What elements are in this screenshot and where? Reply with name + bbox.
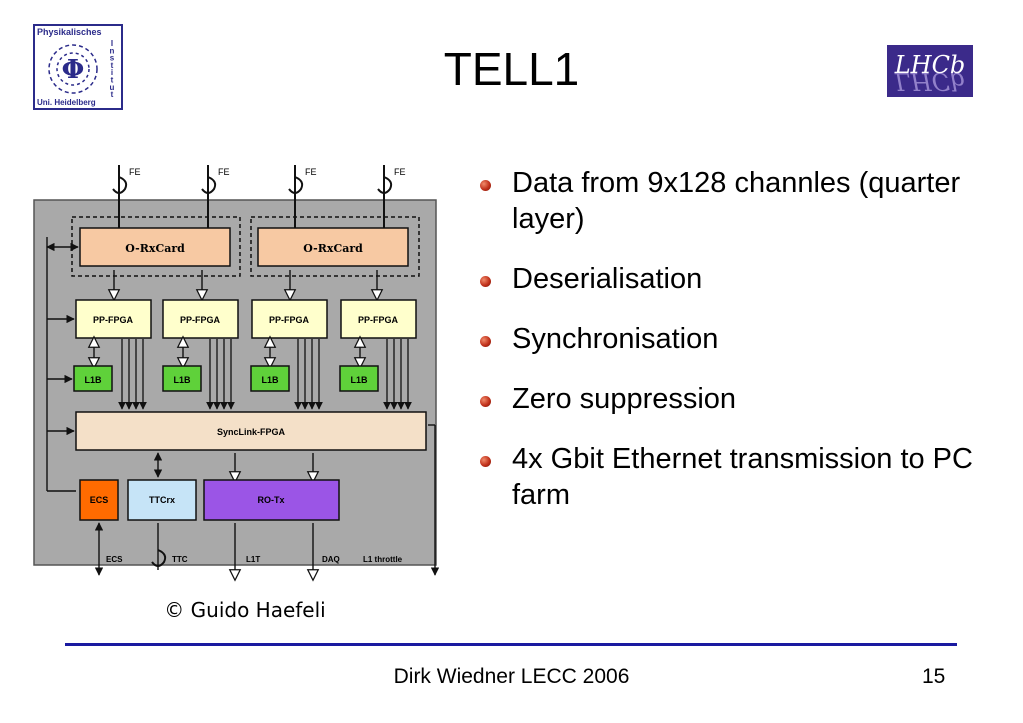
bullet-list: Data from 9x128 channles (quarter layer)… [478,165,998,537]
institut-letter: u [110,83,115,92]
bullet-item: Synchronisation [478,321,998,357]
l1b-4 [339,365,379,392]
bullet-text: 4x Gbit Ethernet transmission to PC farm [512,443,973,511]
fe-label-2: FE [218,167,230,177]
l1b-3-label: L1B [261,375,279,385]
synclink-fpga-label: SyncLink-FPGA [217,427,286,437]
institut-letter: n [110,46,115,55]
bullet-item: Zero suppression [478,381,998,417]
pp-fpga-3-label: PP-FPGA [269,315,310,325]
ro-tx-block-label: RO-Tx [258,495,285,505]
fe-input-1: FE [112,165,141,228]
pp-fpga-1-label: PP-FPGA [93,315,134,325]
page-number: 15 [922,665,946,688]
l1b-4-label: L1B [350,375,368,385]
l1b-2 [162,365,202,392]
institute-logo-university: Uni. Heidelberg [37,98,96,107]
lhcb-logo: LHCb LHCb [887,45,973,97]
bullet-text: Synchronisation [512,323,719,355]
ecs-block [79,479,119,521]
pp-fpga-2 [162,299,239,339]
o-rxcard-1 [79,227,231,267]
bullet-text: Zero suppression [512,383,737,415]
tell1-block-diagram: FE FE FE FE O-RxCard O-RxCard PP-FPGA PP… [33,165,440,622]
pp-fpga-4-label: PP-FPGA [358,315,399,325]
ecs-block-label: ECS [90,495,109,505]
out-daq-label: DAQ [322,555,340,564]
o-rxcard-2 [257,227,409,267]
l1b-2-label: L1B [173,375,191,385]
bullet-item: Data from 9x128 channles (quarter layer) [478,165,998,237]
svg-text:LHCb: LHCb [894,51,966,79]
ro-tx-block [203,479,340,521]
institut-letter: s [110,54,115,63]
institute-logo-name: Physikalisches [37,27,102,37]
out-ecs-label: ECS [106,555,123,564]
institut-letter: t [111,90,114,99]
l1b-1 [73,365,113,392]
ttcrx-block-label: TTCrx [149,495,175,505]
pp-fpga-4 [340,299,417,339]
fe-label-1: FE [129,167,141,177]
institut-letter: t [111,76,114,85]
pp-fpga-2-label: PP-FPGA [180,315,221,325]
fe-label-3: FE [305,167,317,177]
ttcrx-block [127,479,197,521]
out-ttc-label: TTC [172,555,188,564]
page-title: TELL1 [443,43,580,95]
institut-letter: t [111,61,114,70]
bullet-icon [480,396,491,407]
svg-text:LHCb: LHCb [894,67,966,95]
pp-fpga-3 [251,299,328,339]
bullet-icon [480,276,491,287]
l1b-3 [250,365,290,392]
bullet-icon [480,336,491,347]
fe-label-4: FE [394,167,406,177]
footer-text: Dirk Wiedner LECC 2006 [393,665,630,688]
o-rxcard-2-label: O-RxCard [303,242,363,255]
institut-letter: I [111,39,113,48]
phi-symbol: Φ [62,55,85,85]
diagram-credit: © Guido Haefeli [164,598,325,622]
bullet-icon [480,456,491,467]
bullet-item: Deserialisation [478,261,998,297]
bullet-text: Data from 9x128 channles (quarter layer) [512,167,961,235]
bullet-icon [480,180,491,191]
out-l1t-label: L1T [246,555,260,564]
synclink-fpga [75,411,427,451]
footer-divider [65,643,957,646]
bullet-item: 4x Gbit Ethernet transmission to PC farm [478,441,998,513]
institut-letter: i [111,68,113,77]
o-rxcard-1-label: O-RxCard [125,242,185,255]
pp-fpga-1 [75,299,152,339]
bullet-text: Deserialisation [512,263,703,295]
l1b-1-label: L1B [84,375,102,385]
out-throttle-label: L1 throttle [363,555,403,564]
